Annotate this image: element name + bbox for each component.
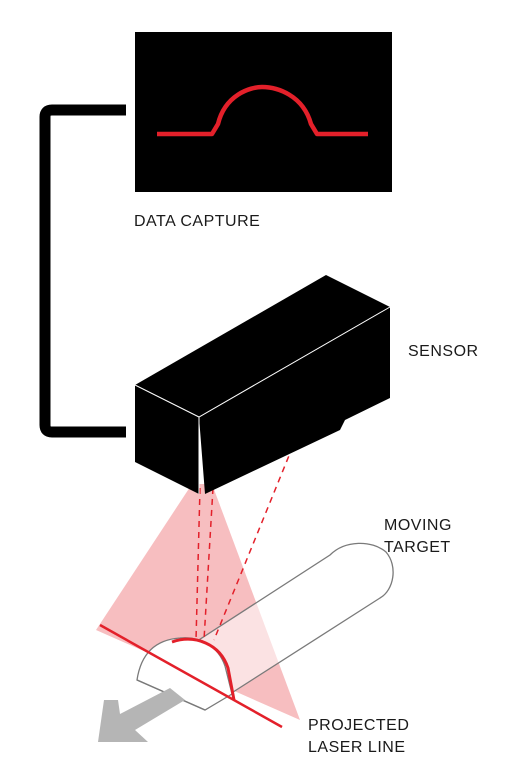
data-capture-screen	[135, 32, 392, 192]
data-capture-label: DATA CAPTURE	[134, 213, 261, 230]
reflection-line-left	[195, 487, 201, 641]
moving-target	[136, 542, 394, 711]
sensor-box	[134, 275, 391, 494]
captured-profile-curve	[157, 84, 368, 137]
projected-laser-line-label-line1: PROJECTED	[308, 717, 410, 734]
connector-bracket	[39, 104, 126, 438]
projected-laser-line-label-line2: LASER LINE	[308, 739, 406, 756]
projected-laser-line-label: PROJECTED LASER LINE	[308, 715, 409, 759]
movement-arrow	[98, 688, 185, 742]
laser-profile-on-target	[171, 637, 236, 701]
reflection-line-right	[213, 435, 298, 641]
projected-laser-line	[99, 623, 283, 729]
moving-target-label-line1: MOVING	[384, 517, 452, 534]
sensor-label: SENSOR	[408, 343, 479, 360]
reflection-line-mid	[203, 487, 214, 641]
moving-target-label-line2: TARGET	[384, 539, 451, 556]
moving-target-label: MOVING TARGET	[384, 515, 452, 559]
